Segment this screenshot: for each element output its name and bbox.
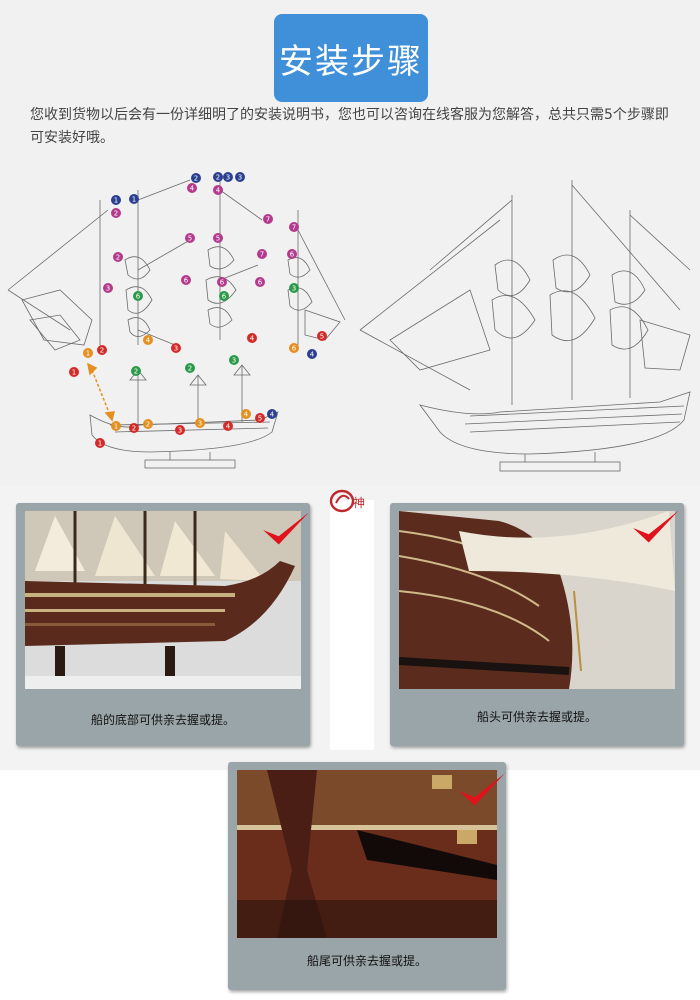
check-mark-icon [459, 773, 505, 806]
assembly-diagram: 1 2 2 3 1 2 4 5 6 6 4 3 2 3 3 4 5 6 6 7 … [7, 172, 691, 472]
card-caption: 船头可供亲去握或提。 [476, 710, 597, 724]
badge-label: 4 [216, 187, 221, 195]
svg-text:神: 神 [353, 496, 365, 510]
exploded-sails-fore [7, 200, 109, 351]
intro-text: 您收到货物以后会有一份详细明了的安装说明书，您也可以咨询在线客服为您解答，总共只… [30, 107, 669, 146]
ship-bow-photo [399, 511, 675, 689]
badge-label: 6 [220, 279, 225, 287]
section-title: 安装步骤 [274, 14, 428, 102]
badge-label: 2 [216, 174, 220, 182]
assembly-arrow [86, 362, 115, 422]
step-badges: 1 2 2 3 1 2 4 5 6 6 4 3 2 3 3 4 5 6 6 7 … [69, 172, 327, 448]
badge-label: 4 [146, 337, 151, 345]
check-mark-icon [263, 512, 309, 545]
card-caption: 船的底部可供亲去握或提。 [90, 713, 235, 727]
badge-label: 3 [106, 285, 110, 293]
badge-label: 6 [290, 251, 295, 259]
badge-label: 4 [270, 411, 275, 419]
ship-stern-photo [237, 770, 497, 938]
badge-label: 2 [194, 175, 198, 183]
badge-label: 3 [226, 174, 230, 182]
badge-label: 4 [244, 411, 249, 419]
badge-label: 6 [258, 279, 263, 287]
badge-label: 4 [250, 335, 255, 343]
photo-gap [330, 500, 374, 750]
badge-label: 4 [190, 185, 195, 193]
badge-label: 2 [114, 210, 118, 218]
badge-label: 1 [114, 423, 118, 431]
badge-label: 6 [222, 293, 227, 301]
badge-label: 2 [134, 368, 138, 376]
badge-label: 3 [174, 345, 178, 353]
photo-card-ship-bottom: 船的底部可供亲去握或提。 [16, 503, 310, 746]
badge-label: 7 [266, 216, 270, 224]
exploded-sails-mizzen [205, 180, 263, 340]
photo-card-ship-bow: 船头可供亲去握或提。 [390, 503, 684, 746]
check-mark-icon [633, 510, 679, 543]
badge-label: 6 [184, 277, 189, 285]
exploded-sails-aft [287, 210, 346, 345]
badge-label: 2 [100, 347, 104, 355]
badge-label: 1 [98, 440, 102, 448]
badge-label: 5 [216, 235, 220, 243]
badge-label: 5 [258, 415, 262, 423]
badge-label: 1 [72, 369, 76, 377]
card-caption: 船尾可供亲去握或提。 [306, 954, 427, 968]
badge-label: 5 [320, 333, 324, 341]
badge-label: 3 [198, 420, 202, 428]
badge-label: 1 [86, 350, 90, 358]
badge-label: 6 [292, 345, 297, 353]
badge-label: 1 [132, 196, 136, 204]
badge-label: 5 [188, 235, 192, 243]
badge-label: 3 [178, 427, 182, 435]
badge-label: 7 [260, 251, 264, 259]
badge-label: 2 [116, 254, 120, 262]
badge-label: 3 [238, 174, 242, 182]
badge-label: 2 [132, 425, 136, 433]
badge-label: 6 [136, 293, 141, 301]
badge-label: 1 [114, 197, 118, 205]
badge-label: 4 [226, 423, 231, 431]
photo-card-ship-stern: 船尾可供亲去握或提。 [228, 762, 506, 990]
exploded-sails-main [124, 179, 191, 346]
badge-label: 3 [232, 357, 236, 365]
badge-label: 2 [146, 421, 150, 429]
badge-label: 7 [292, 224, 296, 232]
badge-label: 3 [292, 285, 296, 293]
badge-label: 4 [310, 351, 315, 359]
badge-label: 2 [188, 365, 192, 373]
ship-bottom-photo [25, 511, 301, 689]
brand-logo: 神 [329, 489, 365, 513]
assembled-ship-drawing [359, 180, 691, 472]
